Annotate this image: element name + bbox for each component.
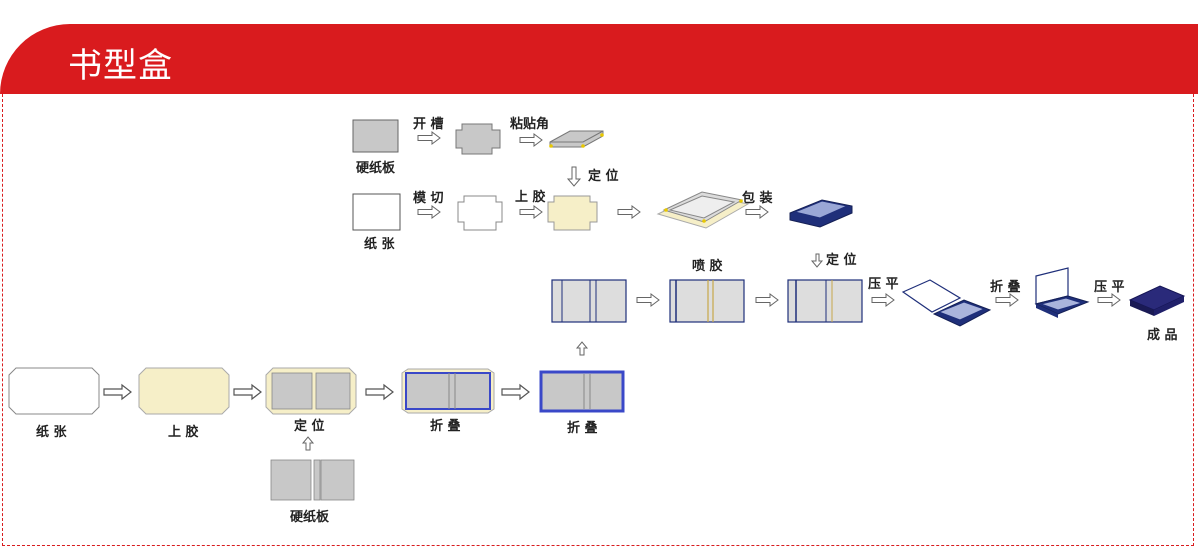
label-board-bottom: 硬纸板 (290, 509, 330, 525)
slotted-board (455, 123, 501, 155)
label-flatten-1: 压 平 (868, 277, 899, 292)
arrow-glue-top (519, 205, 543, 219)
arrow-combine (617, 205, 641, 219)
label-fold-bottom-2: 折 叠 (567, 420, 598, 436)
arrow-fold-bottom-1 (365, 384, 394, 400)
dashed-frame (2, 94, 1194, 546)
arrow-diecut (417, 205, 441, 219)
label-position-1: 定 位 (587, 168, 619, 184)
positioned-boards (265, 367, 357, 415)
arrow-spray (636, 293, 660, 307)
label-fold-right: 折 叠 (990, 279, 1021, 295)
label-diecut: 模 切 (413, 190, 444, 206)
header-banner: 书型盒 (0, 24, 1198, 94)
finished-book-box (1128, 285, 1186, 316)
diecut-paper (457, 195, 503, 231)
arrow-fold-bottom-2 (501, 384, 530, 400)
arrow-glue-bottom (103, 384, 132, 400)
arrow-corner-paste (519, 133, 543, 147)
arrow-up-board-bottom (301, 436, 315, 451)
arrow-down-position-2 (810, 253, 824, 268)
arrow-flatten-2 (1097, 293, 1121, 307)
cover-spread-2 (669, 279, 745, 323)
paper-square-top (352, 193, 401, 231)
pasted-tray-iso (549, 130, 604, 148)
arrow-fold-right (995, 293, 1019, 307)
arrow-up-to-middle (575, 341, 589, 356)
label-spray-glue: 喷 胶 (692, 258, 723, 274)
cover-spread-1 (551, 279, 627, 323)
glued-sheet-bottom (138, 367, 230, 415)
label-corner-paste: 粘贴角 (509, 116, 549, 132)
glued-diecut-paper (547, 195, 598, 231)
label-position-2: 定 位 (825, 252, 857, 268)
paper-sheet-bottom (8, 367, 100, 415)
navy-tray (789, 199, 853, 228)
label-glue-top: 上 胶 (515, 189, 546, 205)
arrow-position-bottom (233, 384, 262, 400)
standing-book-box (1034, 267, 1090, 318)
label-pack: 包 装 (742, 190, 773, 206)
arrow-pack (745, 205, 769, 219)
label-flatten-2: 压 平 (1094, 280, 1125, 295)
open-book-box (901, 279, 992, 327)
label-glue-bottom: 上 胶 (168, 424, 199, 440)
page-title: 书型盒 (68, 46, 173, 86)
tray-on-paper-iso (656, 191, 750, 229)
label-slot: 开 槽 (413, 116, 444, 132)
cover-spread-3 (787, 279, 863, 323)
folded-cover-2 (539, 370, 625, 413)
board-square-top (352, 119, 399, 153)
label-position-bottom: 定 位 (293, 418, 325, 434)
label-fold-bottom-1: 折 叠 (430, 418, 461, 434)
arrow-slot (417, 131, 441, 145)
label-paper-bottom: 纸 张 (36, 424, 68, 440)
arrow-down-position-1 (566, 166, 582, 187)
label-board-top: 硬纸板 (356, 160, 396, 176)
label-paper-top: 纸 张 (364, 236, 396, 252)
board-set-bottom (270, 459, 355, 501)
folded-cover-1 (401, 368, 495, 414)
arrow-position-2 (755, 293, 779, 307)
arrow-flatten-1 (871, 293, 895, 307)
header-background (0, 24, 1198, 94)
label-finished: 成 品 (1147, 327, 1178, 343)
